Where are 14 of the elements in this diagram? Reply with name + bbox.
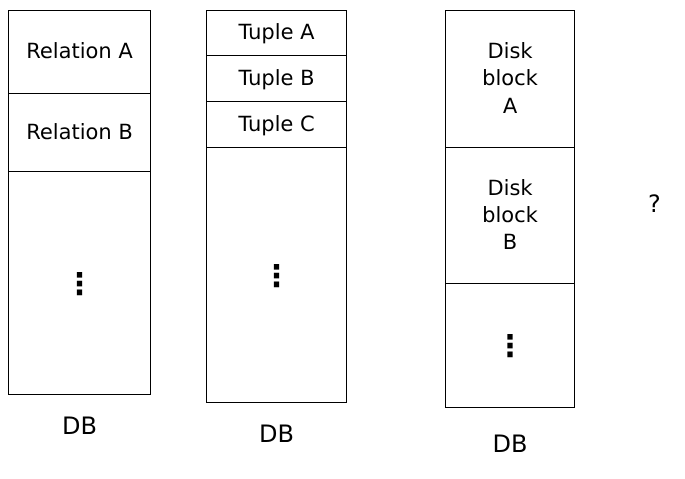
ellipsis: ⋮ — [262, 258, 292, 296]
question-mark: ? — [648, 190, 661, 218]
column-caption: DB — [258, 420, 295, 448]
section-label: Tuple B — [238, 64, 315, 92]
column-caption: DB — [61, 412, 98, 440]
section-label: Tuple C — [238, 110, 315, 138]
section-label: Disk block B — [481, 174, 539, 256]
ellipsis: ⋮ — [495, 328, 525, 366]
section-label: Relation A — [26, 38, 133, 66]
ellipsis: ⋮ — [64, 266, 94, 304]
section-label: Disk block A — [481, 38, 539, 120]
section-label: Tuple A — [238, 19, 315, 46]
section-label: Relation B — [26, 118, 133, 146]
column-caption: DB — [492, 430, 528, 458]
